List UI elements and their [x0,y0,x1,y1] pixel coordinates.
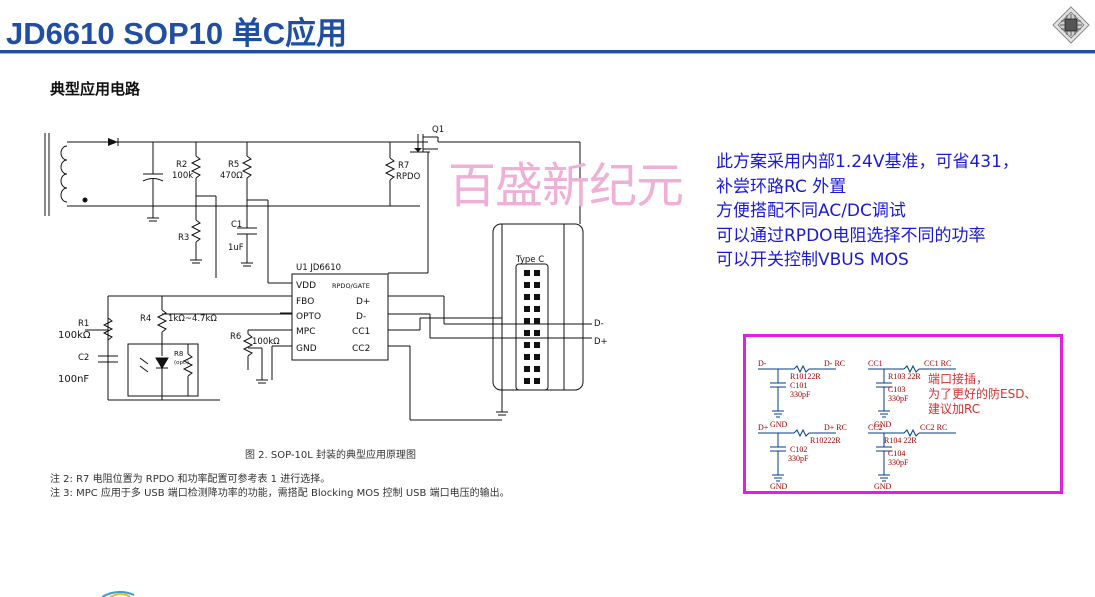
r2-label: R2 [176,160,187,170]
esd-c102-label: C102 [790,445,807,454]
pin-cc1: CC1 [352,327,370,337]
slide-title: JD6610 SOP10 单C应用 [6,16,348,51]
esd-r101-label: R10122R [790,372,821,381]
c1-value: 1uF [228,243,244,253]
r4-label: R4 [140,314,151,324]
esd-gnd-label: GND [874,420,892,429]
r5-label: R5 [228,160,239,170]
r6-value: 100kΩ [252,337,280,347]
description-line: 此方案采用内部1.24V基准，可省431， [716,152,1019,172]
c1-label: C1 [231,220,242,230]
r8-opt: (opt.) [174,360,189,366]
r5-value: 470Ω [220,171,243,181]
esd-c104-value: 330pF [888,458,909,467]
esd-r103-label: R103 22R [888,372,921,381]
description-block: 此方案采用内部1.24V基准，可省431， 补尝环路RC 外置 方便搭配不同AC… [716,150,1019,273]
esd-cc1-rc-label: CC1 RC [924,359,951,368]
esd-gnd-label: GND [770,420,788,429]
r4-value: 1kΩ~4.7kΩ [168,314,217,324]
esd-annotation: 端口接插， 为了更好的防ESD、 建议加RC [928,372,1036,417]
c2-label: C2 [78,353,89,363]
esd-rc-drawing: D- D- RC R10122R C101 330pF GND CC1 CC1 … [758,359,956,491]
esd-rc-schematic: D- D- RC R10122R C101 330pF GND CC1 CC1 … [743,334,1063,494]
r3-label: R3 [178,233,189,243]
r8-label: R8 [174,350,183,358]
c2-value: 100nF [58,374,89,385]
esd-r102-label: R10222R [810,436,841,445]
dminus-out-label: D- [594,319,604,329]
esd-c101-label: C101 [790,381,807,390]
esd-cc1-label: CC1 [868,359,883,368]
r7-label: R7 [398,161,409,171]
description-line: 可以开关控制VBUS MOS [716,250,909,271]
application-schematic: Q1 R2 100k R5 470Ω R7 RPDO C1 1uF R3 U1 … [44,125,608,421]
esd-r104-label: R104 22R [884,436,917,445]
figure-caption: 图 2. SOP-10L 封装的典型应用原理图 [245,450,417,461]
pin-rpdo-gate: RPDO/GATE [332,282,370,290]
pin-cc2: CC2 [352,344,370,354]
pin-opto: OPTO [296,312,321,322]
esd-dminus-rc-label: D- RC [824,359,845,368]
note-2: 注 2: R7 电阻位置为 RPDO 和功率配置可参考表 1 进行选择。 [50,474,331,485]
esd-annotation-line: 端口接插， [928,372,989,386]
esd-c104-label: C104 [888,449,905,458]
pin-gnd: GND [296,344,317,354]
pin-fbo: FBO [296,297,314,307]
typec-label: Type C [515,255,544,265]
pin-dminus: D- [356,312,366,322]
esd-dplus-rc-label: D+ RC [824,423,847,432]
description-line: 可以通过RPDO电阻选择不同的功率 [716,225,986,246]
esd-c101-value: 330pF [790,390,811,399]
q1-label: Q1 [432,125,444,135]
esd-annotation-line: 建议加RC [928,402,981,416]
r2-value: 100k [172,171,193,181]
pin-dplus: D+ [356,297,370,307]
esd-c103-label: C103 [888,385,905,394]
esd-gnd-label: GND [874,482,892,491]
pin-vdd: VDD [296,281,316,291]
esd-dminus-label: D- [758,359,767,368]
title-underline [0,50,1095,53]
note-3: 注 3: MPC 应用于多 USB 端口检测降功率的功能，需搭配 Blockin… [50,488,510,499]
r6-label: R6 [230,332,241,342]
description-line: 方便搭配不同AC/DC调试 [716,201,906,222]
r1-label: R1 [78,319,89,329]
title-underline-thin [0,53,1095,54]
esd-c103-value: 330pF [888,394,909,403]
esd-cc2-label: CC2 [868,423,883,432]
u1-label: U1 JD6610 [296,263,341,273]
esd-annotation-line: 为了更好的防ESD、 [928,387,1037,401]
chip-logo-icon [1052,6,1090,44]
esd-gnd-label: GND [770,482,788,491]
footer-logo-icon [101,591,135,597]
esd-c102-value: 330pF [788,454,809,463]
watermark-text: 百盛新纪元 [448,158,684,214]
section-heading: 典型应用电路 [50,80,141,98]
r7-value: RPDO [396,172,421,182]
pin-mpc: MPC [296,327,315,337]
description-line: 补尝环路RC 外置 [716,176,847,197]
esd-cc2-rc-label: CC2 RC [920,423,947,432]
esd-dplus-label: D+ [758,423,769,432]
r1-value: 100kΩ [58,330,91,341]
dplus-out-label: D+ [594,337,608,347]
